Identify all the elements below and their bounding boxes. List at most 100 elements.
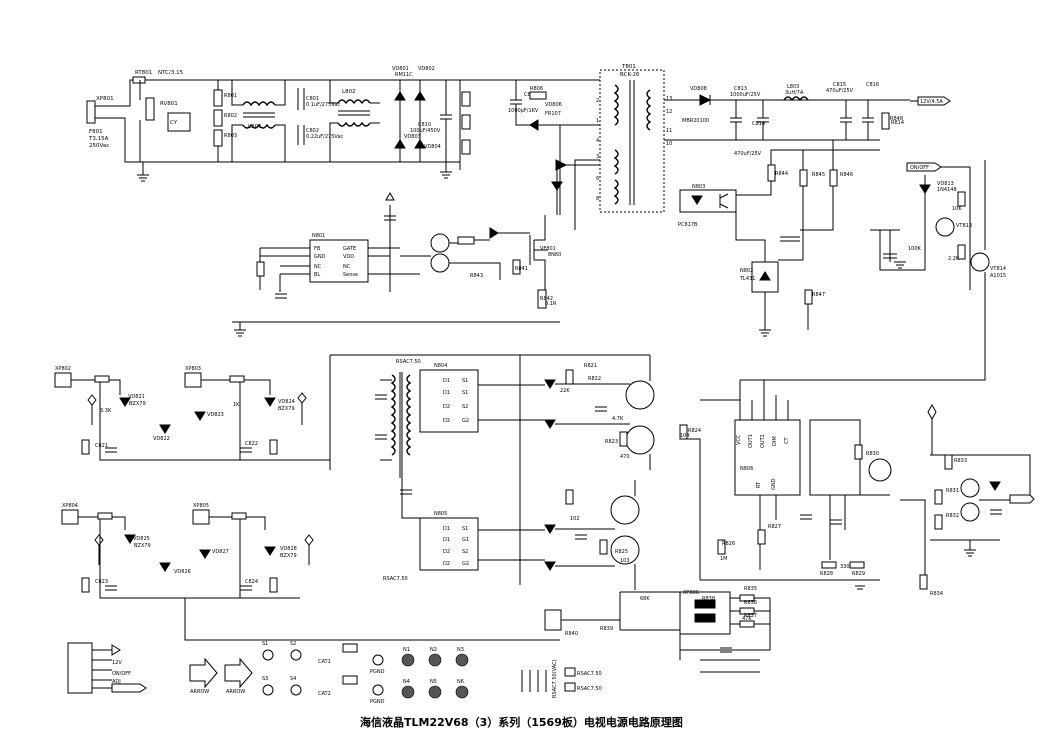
legend-cat2-label: CAT2: [318, 691, 331, 697]
onoff-flag: [906, 162, 942, 172]
mosfet-label: VF801: [540, 246, 556, 252]
inverter-transformer-secondary: [406, 374, 412, 456]
emi-filter: R801 R802 R803 L801 C801 0.1uF/275Vac C8…: [213, 79, 380, 163]
pwm-r-4: [849, 561, 865, 569]
lamp-series-r-3: [97, 512, 113, 520]
value-label: 100K: [908, 246, 922, 252]
inverter-chip-a-ref: N804: [434, 363, 447, 369]
inverter-drive-wires: [519, 355, 651, 590]
resistor-label: R834: [930, 591, 943, 597]
lamp-probe-wires: [91, 403, 310, 565]
output-cap-2: [757, 100, 769, 140]
legend-s4-icon: [290, 684, 302, 696]
primary-r-1: [256, 261, 265, 277]
resistor-label: R824: [688, 428, 701, 434]
cy-block: [167, 112, 191, 132]
fuse-rating-2: 250Vac: [89, 143, 109, 149]
lamp-r-1: [81, 439, 90, 455]
inverter-chip-b: [419, 517, 479, 571]
vcc-flag: [385, 191, 395, 201]
lamp-connector-3: [61, 509, 79, 525]
12v-output-text: 12V/4.5A: [920, 99, 943, 105]
gate-r: [457, 236, 475, 245]
inverter-transformer-primary: [390, 374, 396, 456]
primary-ic-ref: N801: [312, 233, 325, 239]
primary-ic-pin-nc: NC: [314, 264, 322, 270]
legend-s3-icon: [262, 684, 274, 696]
value-label: 2.2K: [948, 256, 960, 262]
primary-ic-pin-nc2: NC: [343, 264, 351, 270]
bridge-part: RM11C: [395, 72, 413, 78]
legend-n2-label: N2: [430, 647, 437, 653]
emi-wires-b: [300, 79, 380, 163]
dim-flag: [1009, 494, 1035, 504]
inverter-wires: [329, 354, 650, 561]
legend: 12V ON/OFF ADJ ARROW ARROW S1 S2 S3 S4 C…: [67, 641, 602, 705]
dim-probe: [927, 403, 937, 455]
t-pin-6: 6: [596, 176, 599, 182]
legend-pgnd-2-label: PGND: [370, 699, 385, 705]
standby-ground: [894, 261, 906, 269]
fuse-label: F801: [89, 129, 103, 135]
lamp-r-4: [269, 577, 278, 593]
pwm-r-5: [854, 444, 863, 460]
fuse-symbol: [132, 76, 146, 84]
cx1-plates: [297, 88, 305, 110]
transistor-q1: [430, 233, 450, 253]
output-connector: XP806: [544, 590, 771, 673]
lamp-connector-1: [54, 372, 72, 388]
transistor-q2: [430, 253, 450, 273]
inverter-chip-a: [419, 369, 479, 433]
legend-flag-1: [111, 644, 121, 656]
pwm-r-2: [757, 529, 766, 545]
dim-diode: [989, 481, 1001, 491]
xp806-wires: [619, 591, 771, 673]
output-cap-1-label: C813: [734, 86, 747, 92]
mosfet-symbol: [529, 215, 548, 290]
output-inductor-value: 3uH/7A: [785, 90, 804, 96]
feedback-wires: [735, 140, 880, 330]
legend-pgnd-2-icon: [372, 684, 384, 696]
pwm-wires: [687, 380, 846, 580]
resistor-label: R836: [744, 600, 757, 606]
r802-label: R802: [224, 113, 237, 119]
mosfet-part: 8N60: [548, 252, 561, 258]
inverter-r-5: [599, 539, 608, 555]
primary-ic-pin-gate: GATE: [343, 246, 356, 252]
resistor-label: R827: [768, 524, 781, 530]
inverter-q2: [625, 425, 655, 455]
legend-connector: [67, 642, 93, 694]
xp806-body: [679, 591, 731, 635]
inverter-r-3: [619, 431, 628, 447]
ntc-label: RT801: [135, 70, 152, 76]
lamp-caps-right: [240, 447, 252, 591]
r801-label: R801: [224, 93, 237, 99]
opto-transistor: [719, 193, 729, 209]
output-cap-1: [730, 100, 742, 140]
ground-symbol-1: [137, 174, 149, 182]
standby-q1-label: VT813: [956, 223, 972, 229]
output-inductor-label: L803: [787, 84, 799, 90]
standby-q2: [970, 252, 990, 272]
dimming-circuit: [927, 403, 1035, 557]
primary-ic-pin-sense: Sense: [343, 272, 358, 278]
resistor-label: R839: [600, 626, 613, 632]
choke-l801-core: [243, 112, 275, 118]
ground-bulk: [440, 162, 452, 179]
legend-s1-label: S1: [262, 641, 268, 647]
inverter-diode-3: [544, 524, 556, 534]
legend-n6-icon: [455, 685, 469, 699]
primary-return-wires: [559, 124, 600, 230]
transformer-ref: T801: [621, 64, 636, 70]
rectifier-d-label: VD808: [690, 86, 707, 92]
standby-control: ON/OFF VD813 1N4148 VT813 VT814 A1015: [860, 160, 1006, 381]
lamp-diode-3-label: VD823: [207, 412, 224, 418]
onoff-text: ON/OFF: [910, 165, 929, 171]
value-label: 3.3K: [100, 408, 112, 414]
t-pin-1: 1: [596, 118, 599, 124]
lamp-connector-1-label: XP802: [55, 366, 71, 372]
dim-wires: [930, 454, 1031, 557]
optocoupler-body: [679, 189, 737, 213]
chip-a-pin-6: S2: [462, 404, 468, 410]
value-label: 0.1R: [545, 301, 557, 307]
